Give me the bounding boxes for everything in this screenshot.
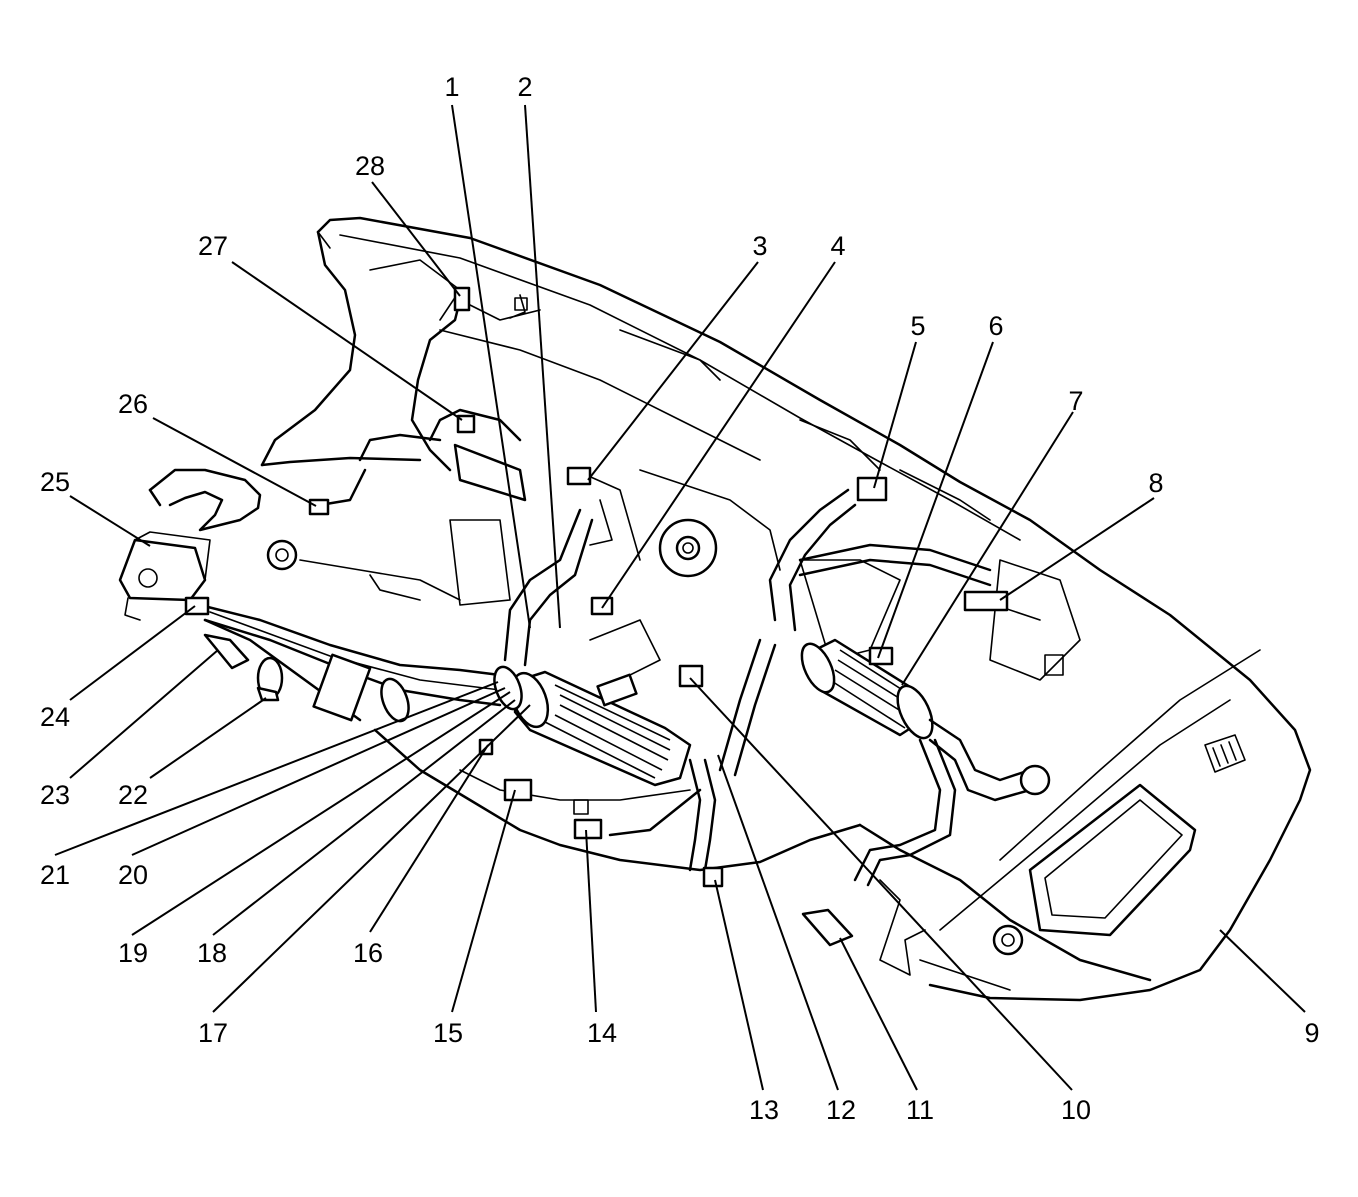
callout-9: 9	[1304, 1018, 1319, 1048]
leader-10	[689, 677, 1073, 1091]
callout-17: 17	[198, 1018, 228, 1048]
callout-4: 4	[830, 231, 845, 261]
instrument-panel	[148, 216, 1312, 1002]
leader-8	[999, 497, 1155, 601]
callout-12: 12	[826, 1095, 856, 1125]
leader-18	[212, 699, 516, 936]
leader-21	[54, 681, 499, 856]
leader-27	[231, 261, 463, 421]
leader-lines	[54, 104, 1306, 1091]
callout-10: 10	[1061, 1095, 1091, 1125]
leader-24	[69, 605, 196, 701]
wiring-harness	[198, 298, 1051, 887]
leader-1	[451, 104, 531, 629]
callout-23: 23	[40, 780, 70, 810]
leader-11	[839, 937, 918, 1091]
leader-4	[601, 261, 836, 609]
callout-24: 24	[40, 702, 70, 732]
leader-6	[877, 341, 994, 659]
callout-25: 25	[40, 467, 70, 497]
leader-3	[587, 261, 759, 481]
callout-2: 2	[517, 72, 532, 102]
callout-5: 5	[910, 311, 925, 341]
leader-17	[212, 704, 531, 1013]
leader-20	[131, 687, 506, 856]
callout-27: 27	[198, 231, 228, 261]
callout-21: 21	[40, 860, 70, 890]
callout-19: 19	[118, 938, 148, 968]
leader-2	[524, 104, 561, 629]
callout-1: 1	[444, 72, 459, 102]
leader-15	[451, 789, 516, 1013]
leader-13	[714, 879, 764, 1091]
callout-22: 22	[118, 780, 148, 810]
callout-20: 20	[118, 860, 148, 890]
callout-11: 11	[906, 1095, 934, 1125]
callout-labels: 1 2 3 4 5 6 7 8 9 10 11 12 13 14 15 16 1…	[40, 72, 1320, 1125]
callout-18: 18	[197, 938, 227, 968]
leader-16	[369, 744, 489, 933]
leader-12	[717, 754, 839, 1091]
leader-7	[901, 411, 1074, 686]
leader-5	[873, 341, 917, 489]
leader-28	[371, 181, 461, 297]
leader-9	[1219, 929, 1306, 1013]
leader-26	[152, 417, 317, 507]
leader-25	[69, 495, 151, 547]
callout-28: 28	[355, 151, 385, 181]
leader-23	[69, 649, 219, 779]
callout-26: 26	[118, 389, 148, 419]
callout-3: 3	[752, 231, 767, 261]
leader-22	[149, 697, 267, 779]
callout-6: 6	[988, 311, 1003, 341]
callout-14: 14	[587, 1018, 617, 1048]
callout-15: 15	[433, 1018, 463, 1048]
callout-8: 8	[1148, 468, 1163, 498]
callout-13: 13	[749, 1095, 779, 1125]
leader-19	[131, 691, 511, 936]
leader-14	[585, 829, 597, 1013]
callout-7: 7	[1068, 386, 1083, 416]
callout-16: 16	[353, 938, 383, 968]
